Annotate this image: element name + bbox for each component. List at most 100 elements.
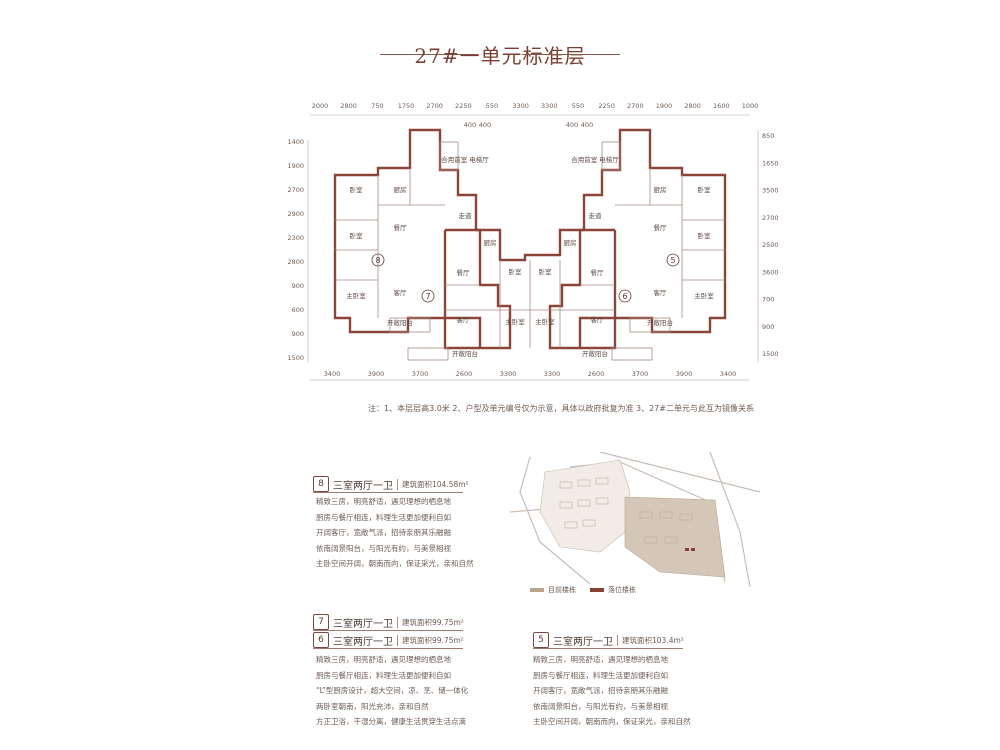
room-balcony: 开敞阳台 bbox=[647, 318, 673, 327]
dimension-label: 1750 bbox=[398, 102, 415, 110]
legend-swatch-located bbox=[590, 588, 604, 592]
dimension-label: 900 bbox=[762, 323, 774, 331]
desc-line: 开阔客厅，宽敞气派，招待亲朋其乐融融 bbox=[533, 686, 668, 695]
unit-8-description: 精致三房，明亮舒适，遇见理想的栖息地 厨房与餐厅相连，料理生活更加便利自如 开阔… bbox=[316, 494, 474, 572]
dimension-label: 3700 bbox=[632, 370, 649, 378]
room-corridor: 走道 bbox=[589, 211, 603, 220]
dimension-label: 400 bbox=[479, 121, 491, 129]
dimension-label: 1400 bbox=[287, 138, 304, 146]
unit-number: 8 bbox=[375, 256, 380, 265]
unit-area: 建筑面积99.75m² bbox=[397, 634, 464, 646]
dimension-label: 2000 bbox=[312, 102, 329, 110]
room-lift-hall: 合用前室 电梯厅 bbox=[441, 155, 489, 164]
unit-card-5-header: 5 三室两厅一卫 建筑面积103.4m² bbox=[533, 632, 684, 648]
dimension-label: 900 bbox=[292, 330, 304, 338]
room-master: 主卧室 bbox=[505, 317, 525, 326]
dimension-label: 1900 bbox=[656, 102, 673, 110]
dimension-label: 400 bbox=[566, 121, 578, 129]
room-lift-hall: 合用前室 电梯厅 bbox=[571, 155, 619, 164]
unit-area: 建筑面积104.58m² bbox=[397, 478, 469, 490]
room-living: 客厅 bbox=[394, 288, 408, 297]
dimension-label: 550 bbox=[572, 102, 584, 110]
unit-card-8-header: 8 三室两厅一卫 建筑面积104.58m² bbox=[313, 476, 469, 492]
unit-number-badge: 7 bbox=[313, 614, 329, 630]
room-bed: 卧室 bbox=[350, 185, 364, 194]
dimension-label: 2250 bbox=[598, 102, 615, 110]
unit-type: 三室两厅一卫 bbox=[333, 636, 393, 648]
dimension-label: 2250 bbox=[455, 102, 472, 110]
room-corridor: 走道 bbox=[459, 211, 473, 220]
dimension-label: 3300 bbox=[544, 370, 561, 378]
dimension-label: 2300 bbox=[287, 234, 304, 242]
dimension-label: 400 bbox=[464, 121, 476, 129]
card-rule bbox=[313, 492, 463, 493]
dimension-label: 2800 bbox=[287, 258, 304, 266]
room-living: 客厅 bbox=[457, 315, 471, 324]
unit-6-description: 精致三房，明亮舒适，遇见理想的栖息地 厨房与餐厅相连，料理生活更加便利自如 “L… bbox=[316, 652, 468, 730]
room-kitchen: 厨房 bbox=[394, 185, 407, 194]
desc-line: 厨房与餐厅相连，料理生活更加便利自如 bbox=[316, 670, 451, 680]
dimension-label: 400 bbox=[581, 121, 593, 129]
dimension-label: 2600 bbox=[588, 370, 605, 378]
site-map bbox=[510, 452, 760, 587]
unit-number-badge: 8 bbox=[313, 476, 329, 492]
legend-swatch-current bbox=[530, 588, 544, 592]
desc-line: 方正卫浴，干湿分离，健康生活贯穿生活点滴 bbox=[316, 717, 466, 726]
room-kitchen: 厨房 bbox=[564, 238, 577, 247]
dimension-label: 700 bbox=[762, 296, 774, 304]
unit-number: 6 bbox=[622, 292, 627, 301]
dimension-label: 3600 bbox=[762, 268, 779, 276]
dimension-label: 3300 bbox=[541, 102, 558, 110]
room-dining: 餐厅 bbox=[654, 223, 668, 232]
title-row: 27#一单元标准层 bbox=[0, 38, 1000, 68]
dimension-label: 2900 bbox=[287, 210, 304, 218]
dimension-label: 3700 bbox=[412, 370, 429, 378]
dimension-label: 550 bbox=[486, 102, 498, 110]
title-rule-left bbox=[380, 54, 478, 55]
dimension-label: 750 bbox=[371, 102, 383, 110]
room-dining: 餐厅 bbox=[457, 268, 471, 277]
room-bed: 卧室 bbox=[350, 231, 364, 240]
floor-plan: 2000 2800 750 1750 2700 2250 550 3300 3300 550 225… bbox=[287, 102, 779, 381]
desc-line: 精致三房，明亮舒适，遇见理想的栖息地 bbox=[316, 497, 451, 506]
room-balcony: 开敞阳台 bbox=[582, 349, 608, 358]
card-rule bbox=[313, 648, 463, 649]
dimension-label: 2500 bbox=[762, 241, 779, 249]
desc-line: 依南阔景阳台，与阳光有约，与美景相视 bbox=[316, 543, 451, 553]
dimension-label: 3300 bbox=[512, 102, 529, 110]
room-balcony: 开敞阳台 bbox=[387, 318, 413, 327]
map-legend: 目前楼栋 落位楼栋 bbox=[530, 585, 636, 595]
room-bed: 卧室 bbox=[539, 267, 553, 276]
unit-number-badge: 5 bbox=[533, 632, 549, 648]
dimension-label: 1000 bbox=[742, 102, 759, 110]
card-rule bbox=[533, 648, 683, 649]
desc-line: 厨房与餐厅相连，料理生活更加便利自如 bbox=[533, 670, 668, 680]
dimension-label: 2700 bbox=[426, 102, 443, 110]
dimension-label: 3900 bbox=[676, 370, 693, 378]
dimension-label: 2700 bbox=[287, 186, 304, 194]
unit-type: 三室两厅一卫 bbox=[333, 480, 393, 492]
unit-card-6-header: 6 三室两厅一卫 建筑面积99.75m² bbox=[313, 632, 464, 648]
unit-number-badge: 6 bbox=[313, 632, 329, 648]
unit-type: 三室两厅一卫 bbox=[333, 618, 393, 630]
legend-label-current: 目前楼栋 bbox=[548, 586, 576, 594]
dimension-label: 1600 bbox=[713, 102, 730, 110]
card-rule bbox=[313, 630, 463, 631]
dimension-label: 2700 bbox=[627, 102, 644, 110]
desc-line: 精致三房，明亮舒适，遇见理想的栖息地 bbox=[316, 655, 451, 664]
unit-type: 三室两厅一卫 bbox=[553, 636, 613, 648]
desc-line: 主卧空间开阔，朝南而向，保证采光，亲和自然 bbox=[316, 559, 474, 568]
dimension-label: 3300 bbox=[500, 370, 517, 378]
unit-card-7-header: 7 三室两厅一卫 建筑面积99.75m² bbox=[313, 614, 464, 630]
room-living: 客厅 bbox=[654, 288, 668, 297]
dimension-label: 1500 bbox=[762, 350, 779, 358]
desc-line: “L”型厨房设计，超大空间，凉、烹、储一体化 bbox=[316, 686, 469, 695]
unit-number: 7 bbox=[425, 292, 430, 301]
dimension-label: 2600 bbox=[456, 370, 473, 378]
unit-area: 建筑面积103.4m² bbox=[617, 634, 684, 646]
desc-line: 开阔客厅，宽敞气派，招待亲朋其乐融融 bbox=[316, 528, 451, 537]
desc-line: 厨房与餐厅相连，料理生活更加便利自如 bbox=[316, 512, 451, 522]
room-master: 主卧室 bbox=[346, 291, 366, 300]
dimension-label: 2700 bbox=[762, 214, 779, 222]
dimension-label: 600 bbox=[292, 306, 304, 314]
